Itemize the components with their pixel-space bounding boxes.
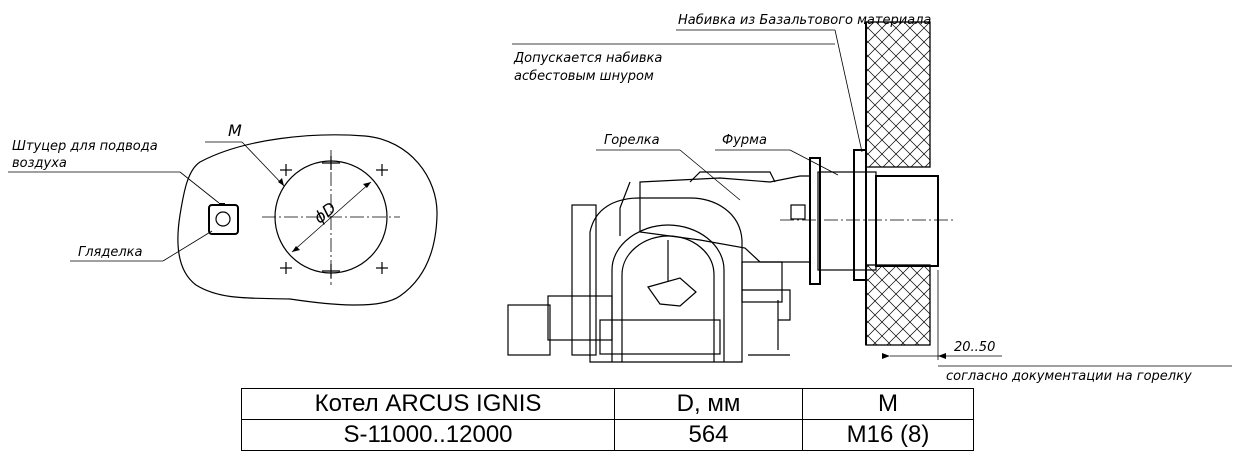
peephole-label: Гляделка <box>78 245 143 260</box>
table-row: S-11000..12000 564 M16 (8) <box>241 419 974 451</box>
header-m: M <box>802 388 974 420</box>
gap-value: 20..50 <box>954 340 995 355</box>
burner-side-view: Горелка Фурма Набивка из Базальтового ма… <box>507 13 1232 384</box>
table-header-row: Котел ARCUS IGNIS D, мм M <box>241 388 974 420</box>
spec-table: Котел ARCUS IGNIS D, мм M S-11000..12000… <box>241 388 974 451</box>
m-label: M <box>228 121 242 140</box>
gap-note: согласно документации на горелку <box>946 369 1192 384</box>
tuyere <box>875 175 939 267</box>
fan-housing <box>589 197 743 363</box>
basalt-packing-label: Набивка из Базальтового материала <box>678 13 931 28</box>
tuyere-label: Фурма <box>722 133 767 148</box>
peephole <box>208 204 239 235</box>
boiler-wall-upper <box>865 21 931 168</box>
burner-label: Горелка <box>604 133 660 148</box>
air-fitting-label-2: воздуха <box>12 156 67 171</box>
burner-body <box>639 175 811 263</box>
header-diameter: D, мм <box>614 388 803 420</box>
asbestos-label-1: Допускается набивка <box>513 51 662 66</box>
cell-boiler: S-11000..12000 <box>241 419 615 451</box>
asbestos-label-2: асбестовым шнуром <box>514 69 654 84</box>
flange-outline <box>177 134 438 306</box>
diameter-label: ϕD <box>310 198 340 227</box>
cell-diameter: 564 <box>614 419 803 451</box>
cell-m: M16 (8) <box>802 419 974 451</box>
flange-view: ϕD M Штуцер для подвода воздуха Гляделка <box>8 121 438 306</box>
mounting-holes <box>280 156 388 278</box>
boiler-wall-lower <box>865 264 931 346</box>
header-boiler: Котел ARCUS IGNIS <box>241 388 615 420</box>
air-fitting-label-1: Штуцер для подвода <box>12 139 158 154</box>
